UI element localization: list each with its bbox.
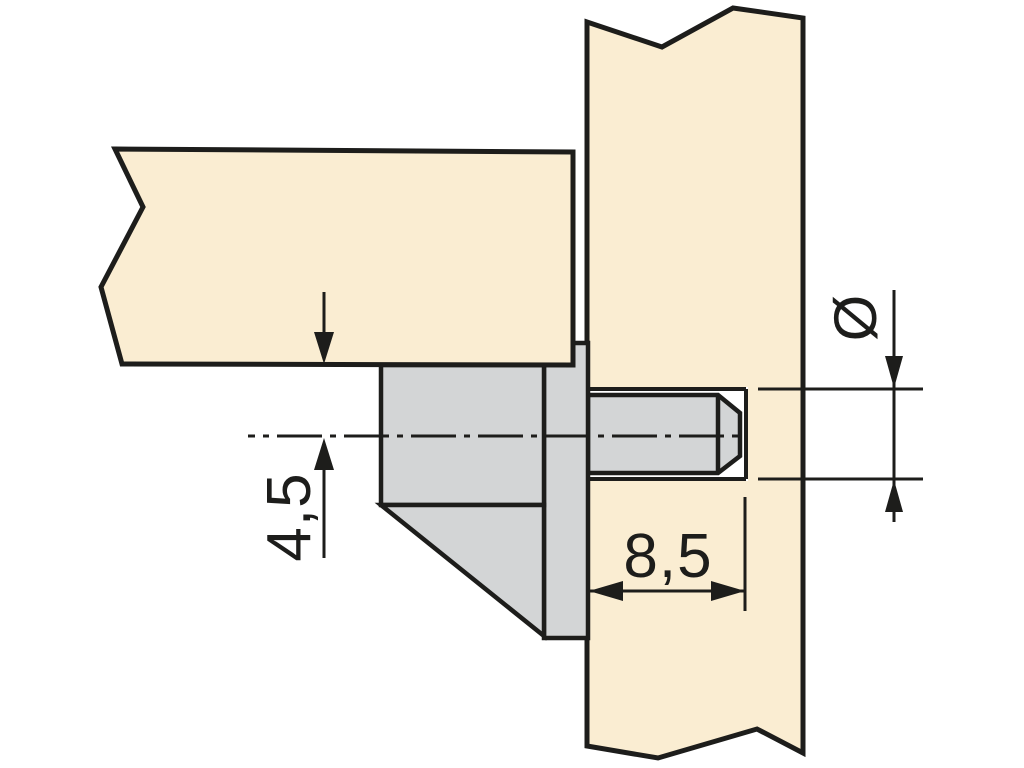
arrowhead-right [711, 581, 745, 601]
arrowhead-down [314, 332, 334, 364]
dimension-label-8-5: 8,5 [623, 522, 712, 591]
dimension-diameter: Ø [758, 290, 923, 522]
diameter-symbol: Ø [822, 295, 889, 342]
dimension-4-5: 4,5 [255, 292, 334, 562]
side-panel [584, 5, 806, 761]
arrowhead-down [885, 356, 903, 388]
shelf-panel [98, 146, 576, 368]
arrowhead-up [885, 480, 903, 512]
dimension-label-4-5: 4,5 [255, 472, 324, 561]
pin-gusset [374, 502, 547, 641]
arrowhead-left [589, 581, 623, 601]
pin-collar [541, 340, 591, 641]
arrowhead-up [314, 438, 334, 470]
dimension-8-5: 8,5 [589, 497, 747, 611]
